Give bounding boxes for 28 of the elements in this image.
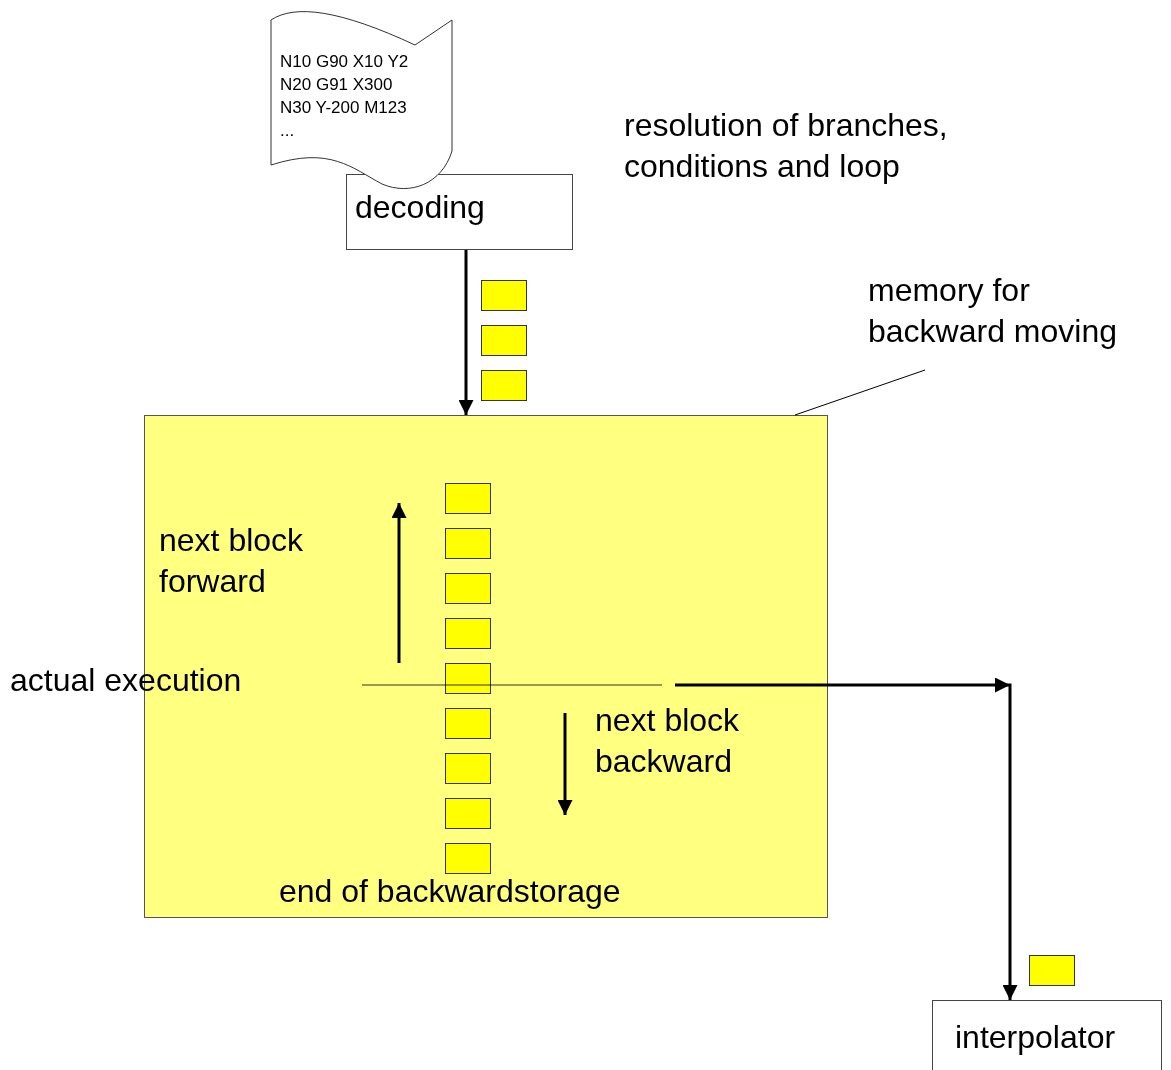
code-line: N10 G90 X10 Y2: [280, 51, 409, 73]
note-text: end of backwardstorage: [279, 872, 622, 911]
program-document: [270, 8, 453, 191]
arrow: [675, 678, 1018, 1000]
data-block: [445, 753, 491, 784]
process-box: decoding: [346, 174, 573, 250]
data-block: [445, 483, 491, 514]
callout-text: memory for backward moving: [868, 270, 1168, 352]
data-block: [445, 618, 491, 649]
note-text: next block backward: [595, 701, 741, 781]
data-block: [445, 843, 491, 874]
process-box: interpolator: [932, 1000, 1162, 1070]
data-block: [481, 280, 527, 311]
note-text: next block forward: [159, 521, 305, 601]
data-block: [1029, 955, 1075, 986]
code-line: N30 Y-200 M123: [280, 97, 408, 119]
leader-line: [794, 369, 926, 416]
code-line: N20 G91 X300: [280, 74, 394, 96]
data-block: [445, 663, 491, 694]
arrow: [458, 250, 474, 415]
data-block: [481, 370, 527, 401]
data-block: [445, 708, 491, 739]
note-text: resolution of branches, conditions and loop: [624, 106, 949, 186]
data-block: [481, 325, 527, 356]
data-block: [445, 573, 491, 604]
data-block: [445, 528, 491, 559]
data-block: [445, 798, 491, 829]
code-line: ...: [280, 120, 296, 142]
